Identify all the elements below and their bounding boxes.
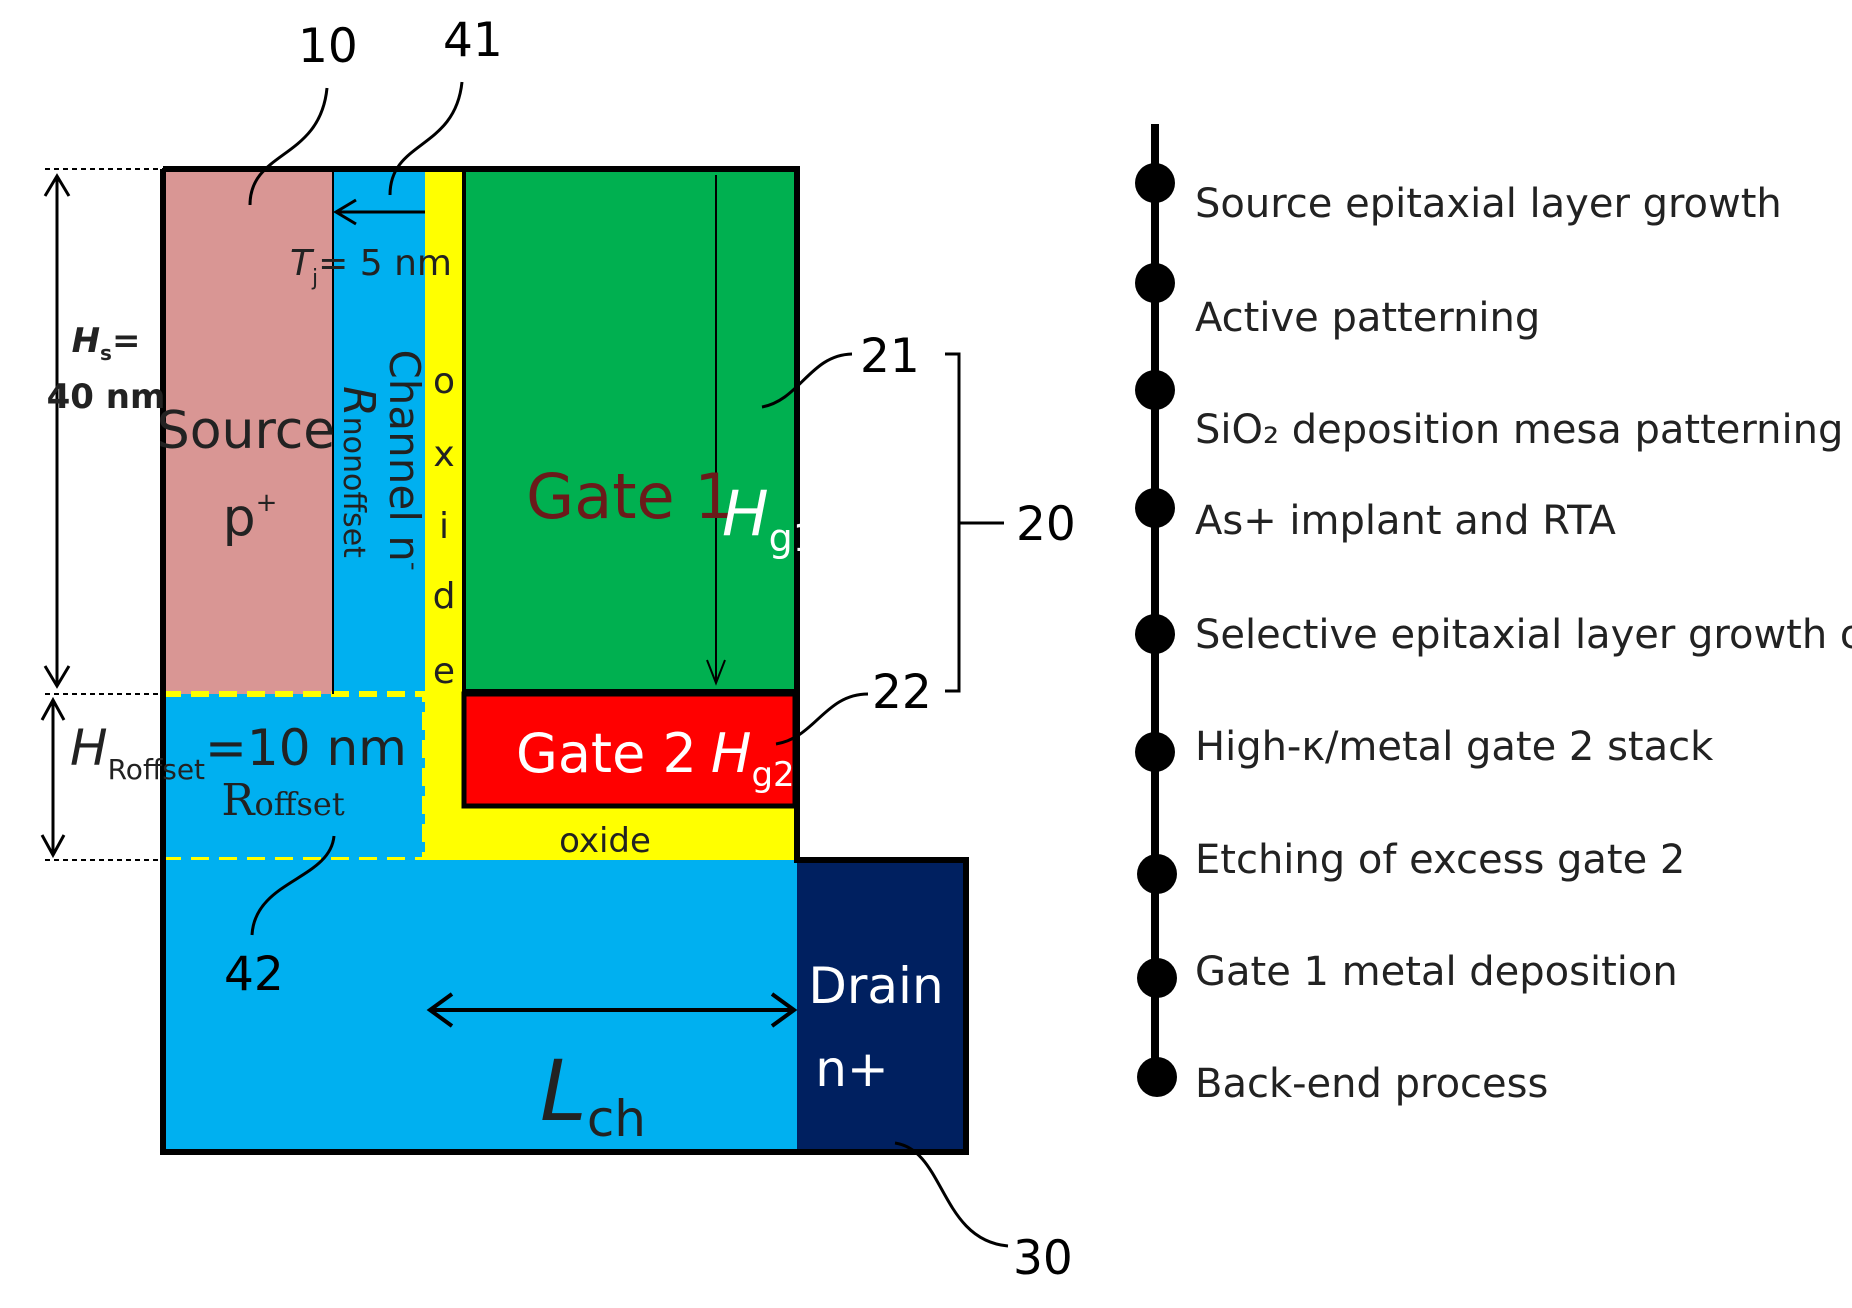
- hs-value: 40 nm: [47, 377, 166, 417]
- process-flow: Source epitaxial layer growth Active pat…: [1135, 124, 1852, 1107]
- step-label: High-κ/metal gate 2 stack: [1195, 724, 1714, 770]
- svg-text:i: i: [439, 506, 449, 547]
- step-label: SiO₂ deposition mesa patterning: [1195, 407, 1843, 453]
- ref-20: 20: [1016, 497, 1076, 552]
- step-dot: [1135, 732, 1175, 772]
- ref-41: 41: [443, 13, 503, 68]
- channel-label: Channel n-: [380, 349, 429, 570]
- drain-label: Drain: [808, 957, 943, 1015]
- step-label: Selective epitaxial layer growth of Si: [1195, 612, 1852, 658]
- lch-label: Lch: [540, 1042, 646, 1148]
- step-dot: [1137, 854, 1177, 894]
- dimension-lines: [45, 168, 163, 861]
- step-label: Active patterning: [1195, 295, 1540, 341]
- step-dot: [1135, 163, 1175, 203]
- step-label: Back-end process: [1195, 1061, 1548, 1107]
- hs-label: Hs=: [72, 321, 141, 365]
- channel-bottom-region: [163, 860, 797, 1152]
- oxide-bottom-label: oxide: [559, 821, 651, 861]
- ref-10: 10: [298, 19, 358, 74]
- oxide-vertical-label: o x i d e: [433, 361, 456, 692]
- step-dot: [1135, 488, 1175, 528]
- step-dot: [1135, 263, 1175, 303]
- drain-region: [797, 860, 966, 1152]
- svg-text:e: e: [433, 651, 455, 692]
- tj-label: Tj= 5 nm: [290, 243, 452, 291]
- gate1-region: [462, 167, 799, 693]
- channel-region: [333, 169, 425, 694]
- step-label: As+ implant and RTA: [1195, 498, 1616, 544]
- step-dot: [1137, 958, 1177, 998]
- step-label: Gate 1 metal deposition: [1195, 949, 1678, 995]
- ref-22: 22: [872, 665, 932, 720]
- step-dot: [1135, 370, 1175, 410]
- roffset-label: Roffset: [221, 775, 345, 826]
- svg-text:x: x: [433, 434, 454, 475]
- svg-text:d: d: [433, 576, 456, 617]
- ref-42: 42: [224, 947, 284, 1002]
- step-dot: [1137, 1057, 1177, 1097]
- hg1-label: Hg1: [722, 477, 817, 560]
- r-nonoffset-label: Rnonoffset: [333, 386, 384, 558]
- svg-text:o: o: [433, 361, 455, 402]
- source-region: [163, 169, 333, 694]
- source-doping: p+: [223, 488, 278, 548]
- gate1-label: Gate 1: [526, 460, 734, 533]
- source-label: Source: [157, 401, 336, 461]
- hroffset-label: HRoffset=10 nm: [70, 719, 407, 786]
- drain-doping: n+: [815, 1040, 889, 1098]
- step-dot: [1135, 614, 1175, 654]
- step-label: Source epitaxial layer growth: [1195, 181, 1782, 227]
- leader-lines: [248, 81, 1009, 1248]
- step-label: Etching of excess gate 2: [1195, 837, 1685, 883]
- ref-21: 21: [860, 329, 920, 384]
- ref-30: 30: [1013, 1231, 1073, 1286]
